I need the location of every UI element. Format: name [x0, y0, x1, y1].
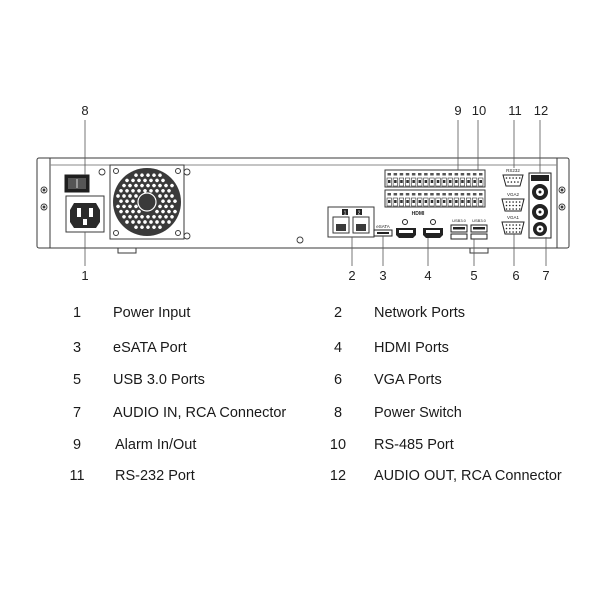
legend-number: 8	[333, 405, 343, 421]
network-ports-icon: 1 2	[327, 206, 375, 238]
legend-label: Power Switch	[374, 405, 462, 421]
legend-number: 11	[69, 468, 85, 484]
port-legend: 1 Power Input 2 Network Ports 3 eSATA Po…	[0, 295, 600, 495]
callout-3: 3	[379, 268, 386, 283]
lan2-label: 2	[358, 211, 361, 217]
legend-number: 5	[72, 372, 82, 388]
rs232-vga-ports-icon: RS232 VGA2 VGA1	[501, 168, 525, 235]
rs232-label: RS232	[506, 168, 520, 173]
legend-label: Alarm In/Out	[115, 437, 197, 453]
callout-numbers: 8 9 10 11 12 1 2 3 4 5 6 7	[81, 103, 549, 283]
legend-number: 9	[72, 437, 82, 453]
callout-4: 4	[424, 268, 431, 283]
callout-12: 12	[534, 103, 548, 118]
legend-label: VGA Ports	[374, 372, 442, 388]
power-switch-icon	[64, 174, 90, 193]
legend-number: 2	[333, 305, 343, 321]
vga1-label: VGA1	[507, 215, 520, 220]
vga2-label: VGA2	[507, 192, 520, 197]
legend-number: 1	[72, 305, 82, 321]
callout-11: 11	[508, 103, 522, 118]
fan-grille-icon	[109, 164, 185, 240]
callout-5: 5	[470, 268, 477, 283]
lan1-label: 1	[344, 211, 347, 217]
power-input-icon	[65, 195, 105, 233]
legend-label: RS-485 Port	[374, 437, 454, 453]
legend-number: 7	[72, 405, 82, 421]
legend-number: 12	[329, 468, 347, 484]
legend-number: 6	[333, 372, 343, 388]
legend-label: AUDIO IN, RCA Connector	[113, 405, 287, 421]
legend-label: Network Ports	[374, 305, 466, 321]
usb-label-a: USB3.0	[452, 218, 467, 223]
callout-9: 9	[454, 103, 461, 118]
callout-lines	[84, 120, 547, 266]
callout-2: 2	[348, 268, 355, 283]
usb-label-b: USB3.0	[472, 218, 487, 223]
callout-7: 7	[542, 268, 549, 283]
rca-audio-connectors-icon	[528, 172, 552, 239]
legend-number: 3	[72, 340, 82, 356]
callout-1: 1	[81, 268, 88, 283]
legend-label: USB 3.0 Ports	[113, 372, 205, 388]
usb-ports-icon: USB3.0 USB3.0	[450, 218, 488, 240]
screws	[40, 168, 566, 244]
alarm-terminal-blocks	[384, 169, 486, 208]
legend-number: 10	[329, 437, 347, 453]
hdmi-ports-icon: HDMI	[396, 211, 443, 238]
callout-6: 6	[512, 268, 519, 283]
legend-label: AUDIO OUT, RCA Connector	[374, 468, 562, 484]
rear-panel-diagram: 1 2 eSATA HDMI USB3.0 USB3.0 RS232 VG	[36, 103, 570, 283]
legend-label: RS-232 Port	[115, 468, 195, 484]
callout-10: 10	[472, 103, 486, 118]
legend-number: 4	[333, 340, 343, 356]
esata-port-icon: eSATA	[373, 224, 393, 237]
legend-label: eSATA Port	[113, 340, 187, 356]
legend-label: HDMI Ports	[374, 340, 449, 356]
legend-label: Power Input	[113, 305, 191, 321]
callout-8: 8	[81, 103, 88, 118]
hdmi-label: HDMI	[412, 211, 425, 217]
esata-label: eSATA	[376, 224, 390, 229]
